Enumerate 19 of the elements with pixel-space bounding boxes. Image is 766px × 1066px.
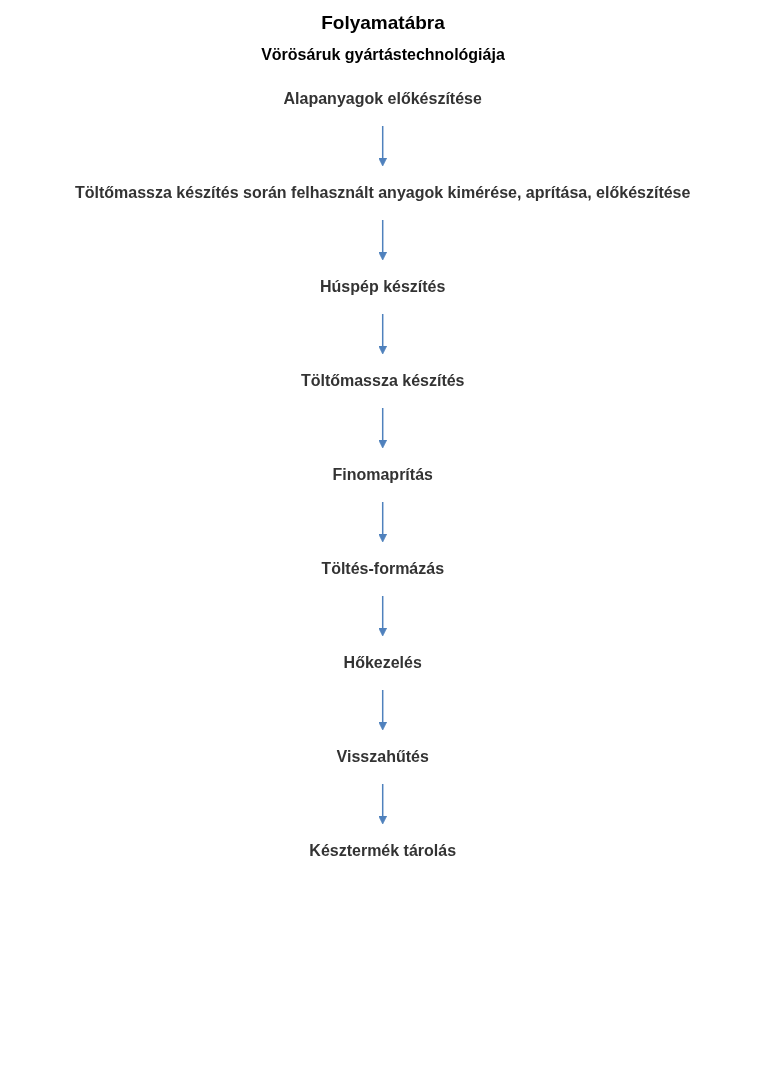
- arrow: [378, 689, 388, 731]
- node-text: Töltőmassza készítés során felhasznált anyagok kimérése, aprítása, előkészítése: [75, 184, 691, 201]
- arrow: [378, 125, 388, 167]
- node-text: Visszahűtés: [336, 748, 430, 765]
- arrow: [378, 595, 388, 637]
- diagram-title: Folyamatábra: [321, 12, 445, 34]
- arrow: [378, 313, 388, 355]
- arrow: [378, 407, 388, 449]
- node-text: Finomaprítás: [332, 466, 434, 483]
- arrow: [378, 501, 388, 543]
- node-text: Töltés-formázás: [321, 560, 445, 577]
- node-text: Hőkezelés: [343, 654, 423, 671]
- arrow: [378, 783, 388, 825]
- node-text: Töltőmassza készítés: [301, 372, 465, 389]
- subtitle: Vörösáruk gyártástechnológiája: [261, 46, 505, 64]
- arrow: [378, 219, 388, 261]
- node-text: Késztermék tárolás: [309, 842, 457, 859]
- node-text: Alapanyagok előkészítése: [283, 90, 483, 107]
- node-text: Húspép készítés: [320, 278, 446, 295]
